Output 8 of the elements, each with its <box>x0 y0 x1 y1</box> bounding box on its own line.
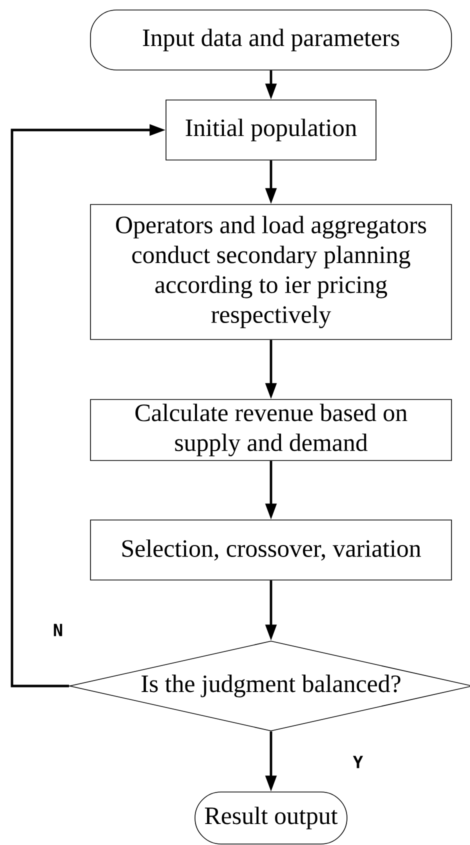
process-box: Calculate revenue based on supply and demand <box>90 399 452 461</box>
edge-label: N <box>54 624 62 636</box>
terminal-box: Input data and parameters <box>90 10 452 70</box>
edge-label: Y <box>352 756 364 768</box>
terminal-box: Result output <box>194 792 348 844</box>
process-box: Initial population <box>166 100 376 160</box>
process-box: Selection, crossover, variation <box>90 520 452 580</box>
process-box: Operators and load aggregators conduct secondary planning according to ier pricing respectively <box>90 204 452 340</box>
